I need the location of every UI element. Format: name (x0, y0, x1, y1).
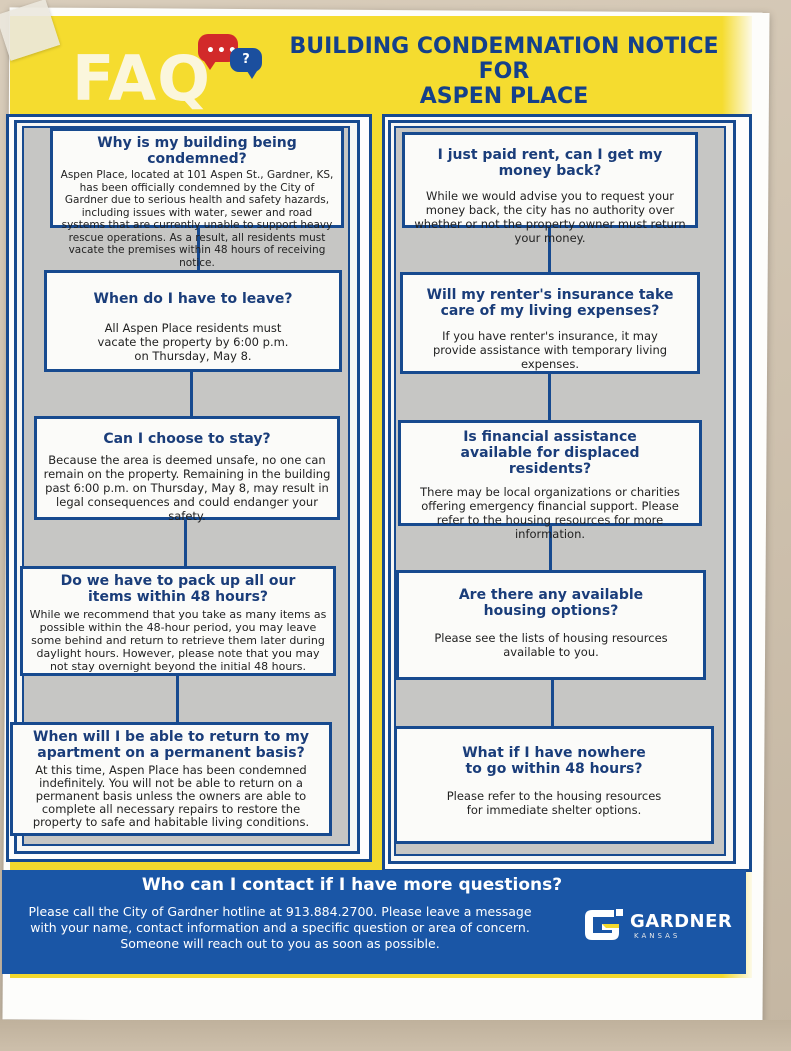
faq-question: Are there any available housing options? (458, 587, 644, 619)
footer-question: Who can I contact if I have more questio… (141, 875, 563, 895)
connector-line (548, 374, 551, 420)
faq-answer: There may be local organizations or char… (420, 485, 680, 541)
faq-card-housing-options: Are there any available housing options?… (396, 570, 706, 680)
faq-card-when-leave: When do I have to leave? All Aspen Place… (44, 270, 342, 372)
connector-line (548, 228, 551, 272)
faq-question: Why is my building being condemned? (97, 135, 297, 167)
countertop-edge (0, 1020, 791, 1051)
faq-card-choose-stay: Can I choose to stay? Because the area i… (34, 416, 340, 523)
faq-answer: If you have renter's insurance, it may p… (432, 329, 668, 371)
title-line-1: BUILDING CONDEMNATION NOTICE (289, 34, 719, 59)
faq-answer: While we recommend that you take as many… (29, 608, 327, 673)
faq-question: Is financial assistance available for di… (460, 429, 640, 477)
connector-line (190, 372, 193, 416)
faq-card-pack-items: Do we have to pack up all our items with… (20, 566, 336, 676)
connector-line (551, 680, 554, 726)
faq-card-renters-insurance: Will my renter's insurance take care of … (400, 272, 700, 374)
connector-line (176, 676, 179, 722)
question-bubble-icon: ? (230, 48, 262, 79)
faq-question: What if I have nowhere to go within 48 h… (462, 745, 646, 777)
title-line-2: FOR (478, 59, 530, 84)
gardner-logo-icon (585, 909, 623, 940)
faq-question: When will I be able to return to my apar… (33, 729, 309, 761)
faq-heading: FAQ (72, 42, 211, 115)
faq-question: Will my renter's insurance take care of … (426, 287, 674, 319)
faq-question: When do I have to leave? (93, 291, 293, 307)
connector-line (549, 526, 552, 570)
faq-card-financial-assistance: Is financial assistance available for di… (398, 420, 702, 541)
faq-answer: Please refer to the housing resources fo… (446, 789, 662, 817)
gardner-logo-subtext: KANSAS (634, 932, 681, 940)
faq-answer: All Aspen Place residents must vacate th… (97, 321, 289, 363)
connector-line (184, 520, 187, 566)
bubble-dots: ••• (206, 43, 239, 59)
faq-answer: While we would advise you to request you… (414, 189, 686, 245)
faq-card-return-permanent: When will I be able to return to my apar… (10, 722, 332, 836)
faq-answer: Because the area is deemed unsafe, no on… (43, 453, 331, 523)
contact-footer (2, 870, 746, 974)
footer-contact-text: Please call the City of Gardner hotline … (28, 904, 532, 951)
faq-question: Do we have to pack up all our items with… (60, 573, 296, 605)
faq-answer: Please see the lists of housing resource… (434, 631, 668, 659)
faq-answer: Aspen Place, located at 101 Aspen St., G… (60, 169, 334, 269)
gardner-logo-text: GARDNER (630, 911, 733, 932)
page-title: BUILDING CONDEMNATION NOTICE FOR ASPEN P… (278, 34, 730, 109)
faq-question: I just paid rent, can I get my money bac… (437, 147, 663, 179)
faq-card-rent-refund: I just paid rent, can I get my money bac… (402, 132, 698, 245)
connector-line (197, 228, 200, 270)
faq-card-why-condemned: Why is my building being condemned? Aspe… (50, 128, 344, 269)
faq-question: Can I choose to stay? (103, 431, 271, 447)
title-line-3: ASPEN PLACE (419, 84, 589, 109)
faq-answer: At this time, Aspen Place has been conde… (32, 763, 310, 829)
faq-card-nowhere-to-go: What if I have nowhere to go within 48 h… (394, 726, 714, 844)
